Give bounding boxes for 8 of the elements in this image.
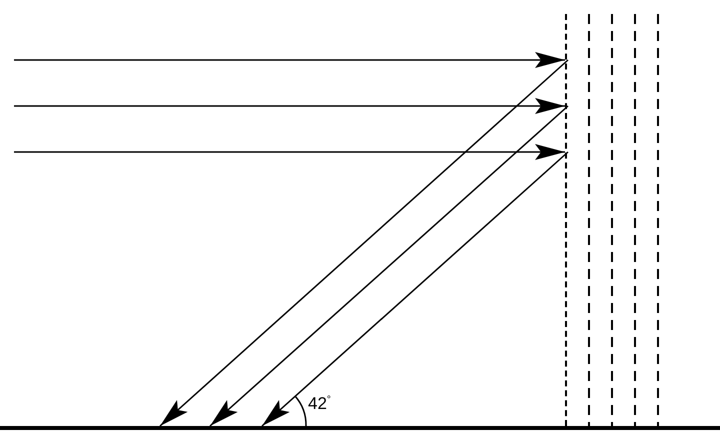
dashed-line	[565, 14, 567, 426]
arrow	[262, 151, 568, 427]
arrow	[14, 52, 565, 68]
arrow	[160, 59, 568, 427]
arrow	[210, 105, 568, 427]
angle-label: 42$^{°}$	[308, 394, 331, 414]
arrow	[14, 144, 565, 160]
arrow	[14, 98, 565, 114]
